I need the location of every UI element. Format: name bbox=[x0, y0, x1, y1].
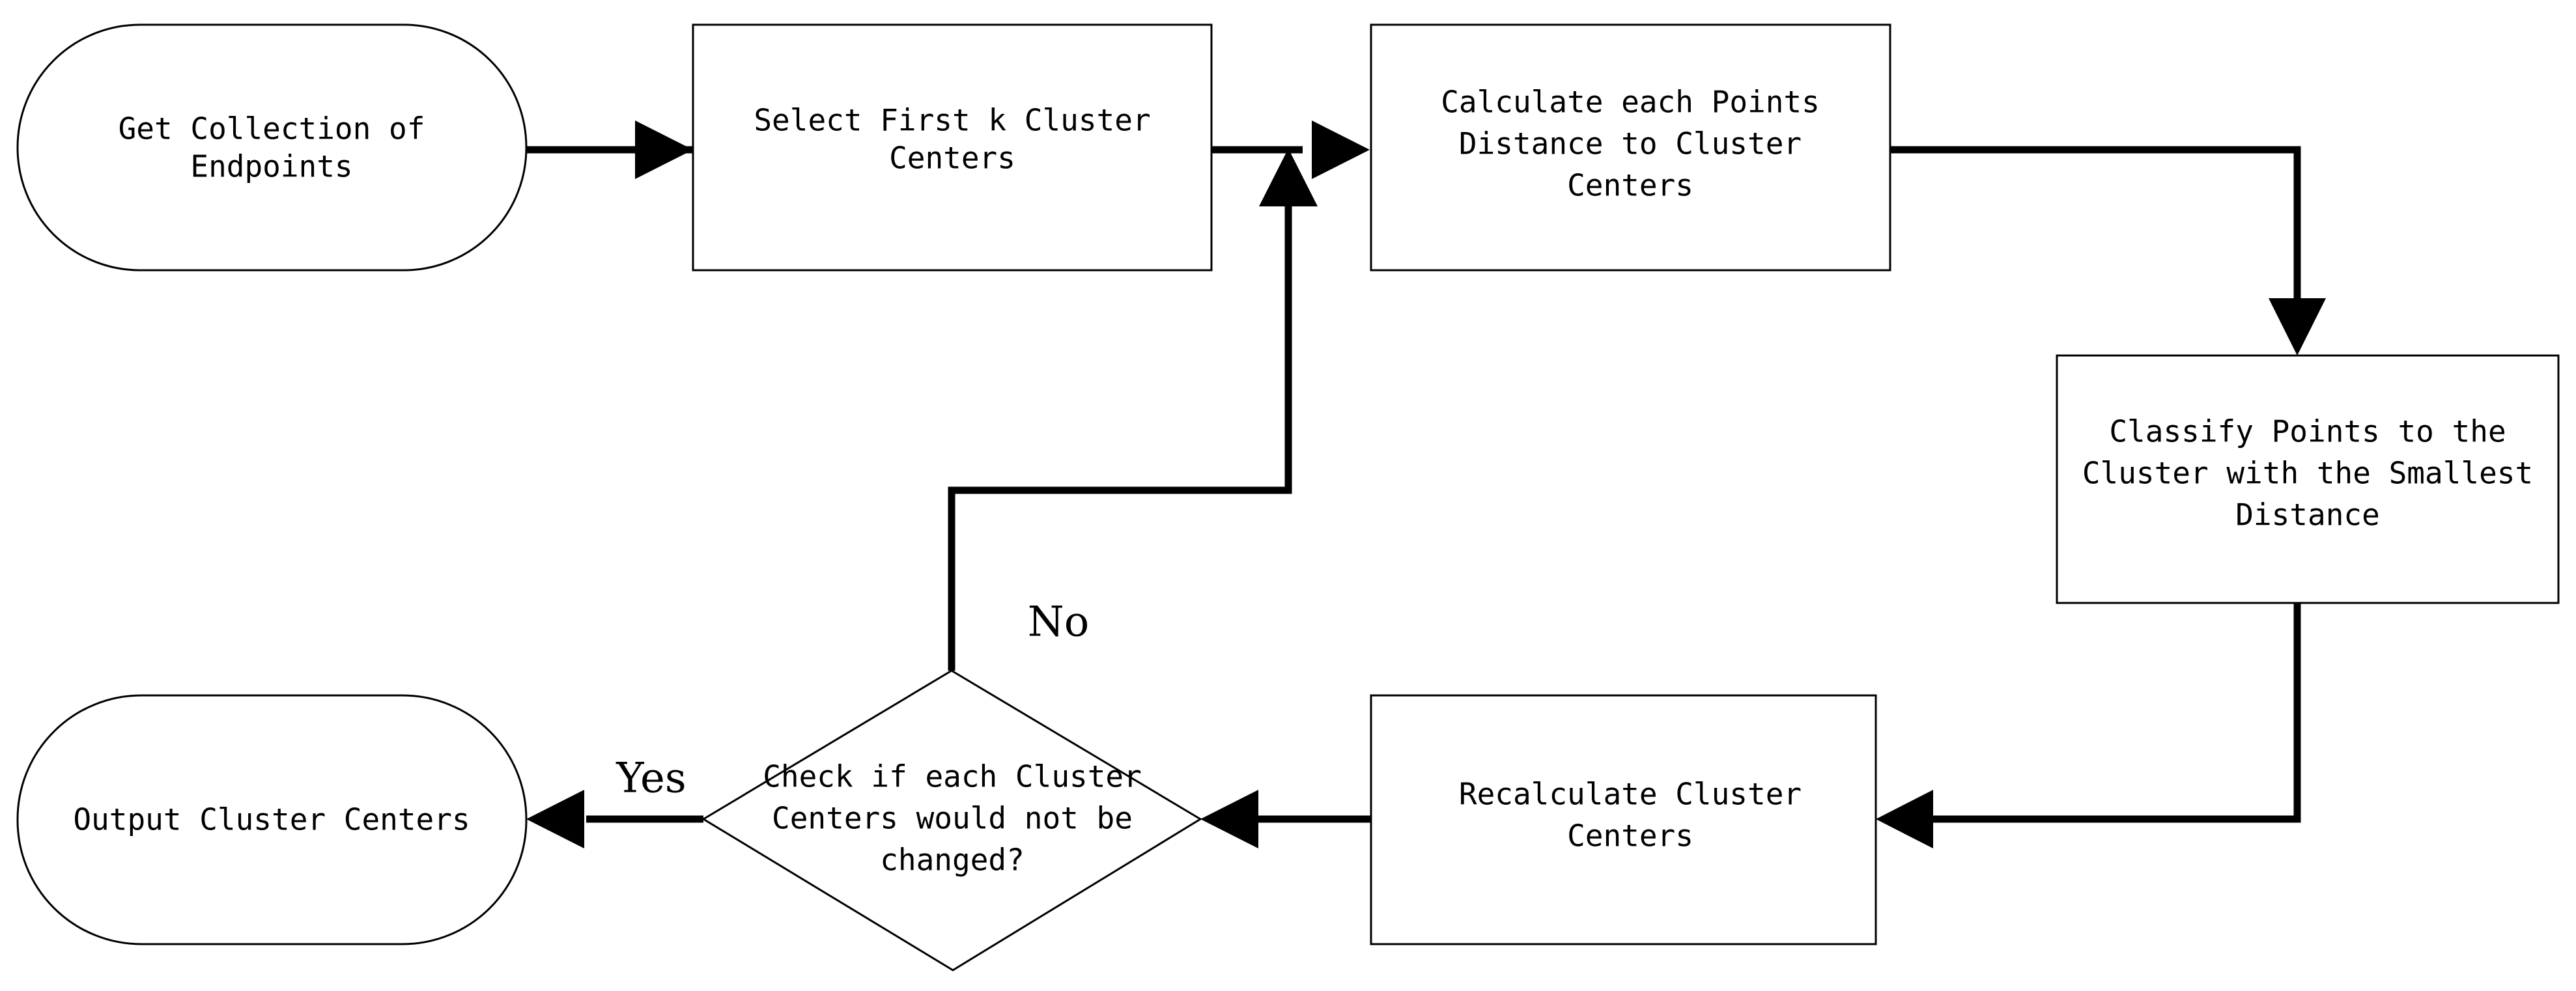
node-select-centers[interactable]: Select First k Cluster Centers bbox=[692, 23, 1213, 272]
edge-classify-to-recalculate bbox=[1876, 603, 2301, 848]
node-recalculate-centers-line-2: Centers bbox=[1567, 818, 1693, 854]
edge-decision-yes-to-output bbox=[526, 790, 703, 848]
node-classify-points-line-3: Distance bbox=[2235, 497, 2380, 533]
node-check-decision-shape bbox=[701, 669, 1202, 971]
edge-label-no: No bbox=[1028, 598, 1090, 647]
node-get-collection-line-1: Get Collection of bbox=[119, 111, 425, 147]
node-output-centers-shape bbox=[16, 694, 528, 945]
edge-decision-no-to-calculate bbox=[948, 148, 1318, 671]
node-get-collection-shape bbox=[16, 23, 528, 272]
node-check-decision-line-3: changed? bbox=[880, 843, 1025, 878]
node-output-centers[interactable]: Output Cluster Centers bbox=[16, 694, 528, 945]
arrowhead-up bbox=[1259, 148, 1318, 206]
arrowhead-left bbox=[1200, 790, 1258, 848]
node-output-centers-line-1: Output Cluster Centers bbox=[73, 802, 470, 837]
arrowhead-right bbox=[635, 120, 693, 179]
node-select-centers-line-2: Centers bbox=[889, 141, 1015, 176]
node-classify-points-line-1: Classify Points to the bbox=[2109, 414, 2506, 449]
node-calculate-distance-line-2: Distance to Cluster bbox=[1459, 126, 1802, 161]
node-calculate-distance[interactable]: Calculate each Points Distance to Cluste… bbox=[1370, 23, 1891, 272]
node-calculate-distance-shape bbox=[1370, 23, 1891, 272]
node-recalculate-centers-shape bbox=[1370, 694, 1877, 945]
arrowhead-right bbox=[1312, 120, 1370, 179]
node-recalculate-centers-line-1: Recalculate Cluster bbox=[1459, 777, 1802, 812]
arrowhead-left bbox=[1876, 790, 1933, 848]
edge-label-yes: Yes bbox=[616, 755, 686, 803]
edge-calculate-to-classify bbox=[1890, 146, 2326, 356]
node-classify-points[interactable]: Classify Points to the Cluster with the … bbox=[2056, 354, 2560, 604]
node-get-collection[interactable]: Get Collection of Endpoints bbox=[16, 23, 528, 272]
node-check-decision-line-1: Check if each Cluster bbox=[763, 759, 1142, 794]
node-classify-points-line-2: Cluster with the Smallest bbox=[2082, 456, 2533, 491]
edge-select-centers-to-calculate bbox=[1312, 120, 1370, 179]
node-select-centers-line-1: Select First k Cluster bbox=[754, 103, 1150, 138]
node-calculate-distance-line-3: Centers bbox=[1567, 168, 1693, 203]
arrowhead-down bbox=[2269, 298, 2326, 356]
node-select-centers-shape bbox=[692, 23, 1213, 272]
node-get-collection-line-2: Endpoints bbox=[190, 149, 352, 184]
node-calculate-distance-line-1: Calculate each Points bbox=[1441, 85, 1820, 120]
node-check-decision[interactable]: Check if each Cluster Centers would not … bbox=[701, 669, 1202, 971]
node-recalculate-centers[interactable]: Recalculate Cluster Centers bbox=[1370, 694, 1877, 945]
node-classify-points-shape bbox=[2056, 354, 2560, 604]
node-check-decision-line-2: Centers would not be bbox=[772, 801, 1133, 836]
arrowhead-left bbox=[526, 790, 584, 848]
edge-recalculate-to-decision bbox=[1200, 790, 1371, 848]
